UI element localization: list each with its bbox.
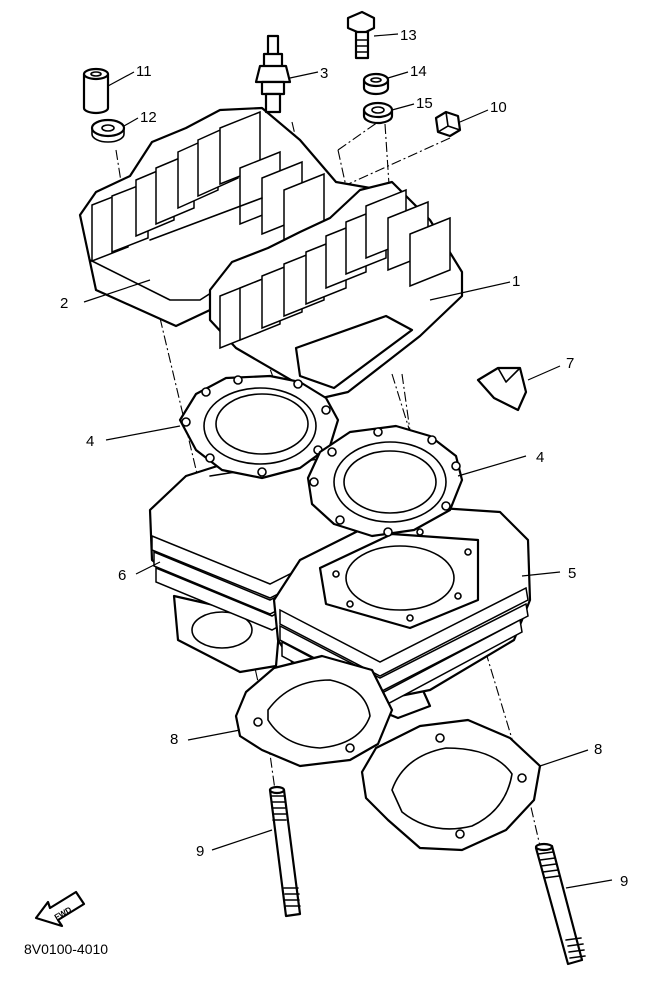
callout-4-front: 4 (536, 449, 544, 466)
cylinder-2 (148, 444, 400, 674)
washer-small (362, 72, 390, 96)
spark-plug (254, 34, 292, 114)
cylinder-gasket-front (360, 718, 542, 852)
callout-5: 5 (568, 565, 576, 582)
nut (434, 110, 462, 138)
bolt (346, 10, 376, 60)
collar (82, 67, 110, 115)
rubber-damper (476, 366, 528, 412)
cylinder-head-gasket-front (306, 424, 464, 538)
cylinder-head-2 (78, 106, 384, 328)
callout-labels: 11 12 3 13 14 15 10 2 1 7 4 4 6 5 8 8 9 … (60, 27, 628, 890)
stud-bolt-left (268, 785, 302, 918)
callout-8-front: 8 (594, 741, 602, 758)
callout-9-left: 9 (196, 843, 204, 860)
cylinder-head-1 (208, 180, 464, 400)
cylinder-1-bolt-holes (332, 528, 472, 622)
document-code: 8V0100-4010 (24, 941, 108, 957)
leader-lines (83, 33, 613, 889)
callout-2: 2 (60, 295, 68, 312)
callout-12: 12 (140, 109, 157, 126)
cylinder-head-gasket-rear (178, 374, 340, 480)
callout-4-rear: 4 (86, 433, 94, 450)
callout-8-rear: 8 (170, 731, 178, 748)
callout-9-right: 9 (620, 873, 628, 890)
callout-6: 6 (118, 567, 126, 584)
callout-1: 1 (512, 273, 520, 290)
callout-15: 15 (416, 95, 433, 112)
washer (90, 118, 126, 143)
forward-arrow-icon: FWD (34, 890, 86, 928)
plain-washer (362, 101, 394, 125)
callout-10: 10 (490, 99, 507, 116)
callout-7: 7 (566, 355, 574, 372)
callout-14: 14 (410, 63, 427, 80)
stud-bolt-right (534, 842, 586, 966)
callout-11: 11 (136, 63, 152, 80)
callout-3: 3 (320, 65, 328, 82)
cylinder-gasket-rear (234, 654, 394, 768)
callout-13: 13 (400, 27, 417, 44)
